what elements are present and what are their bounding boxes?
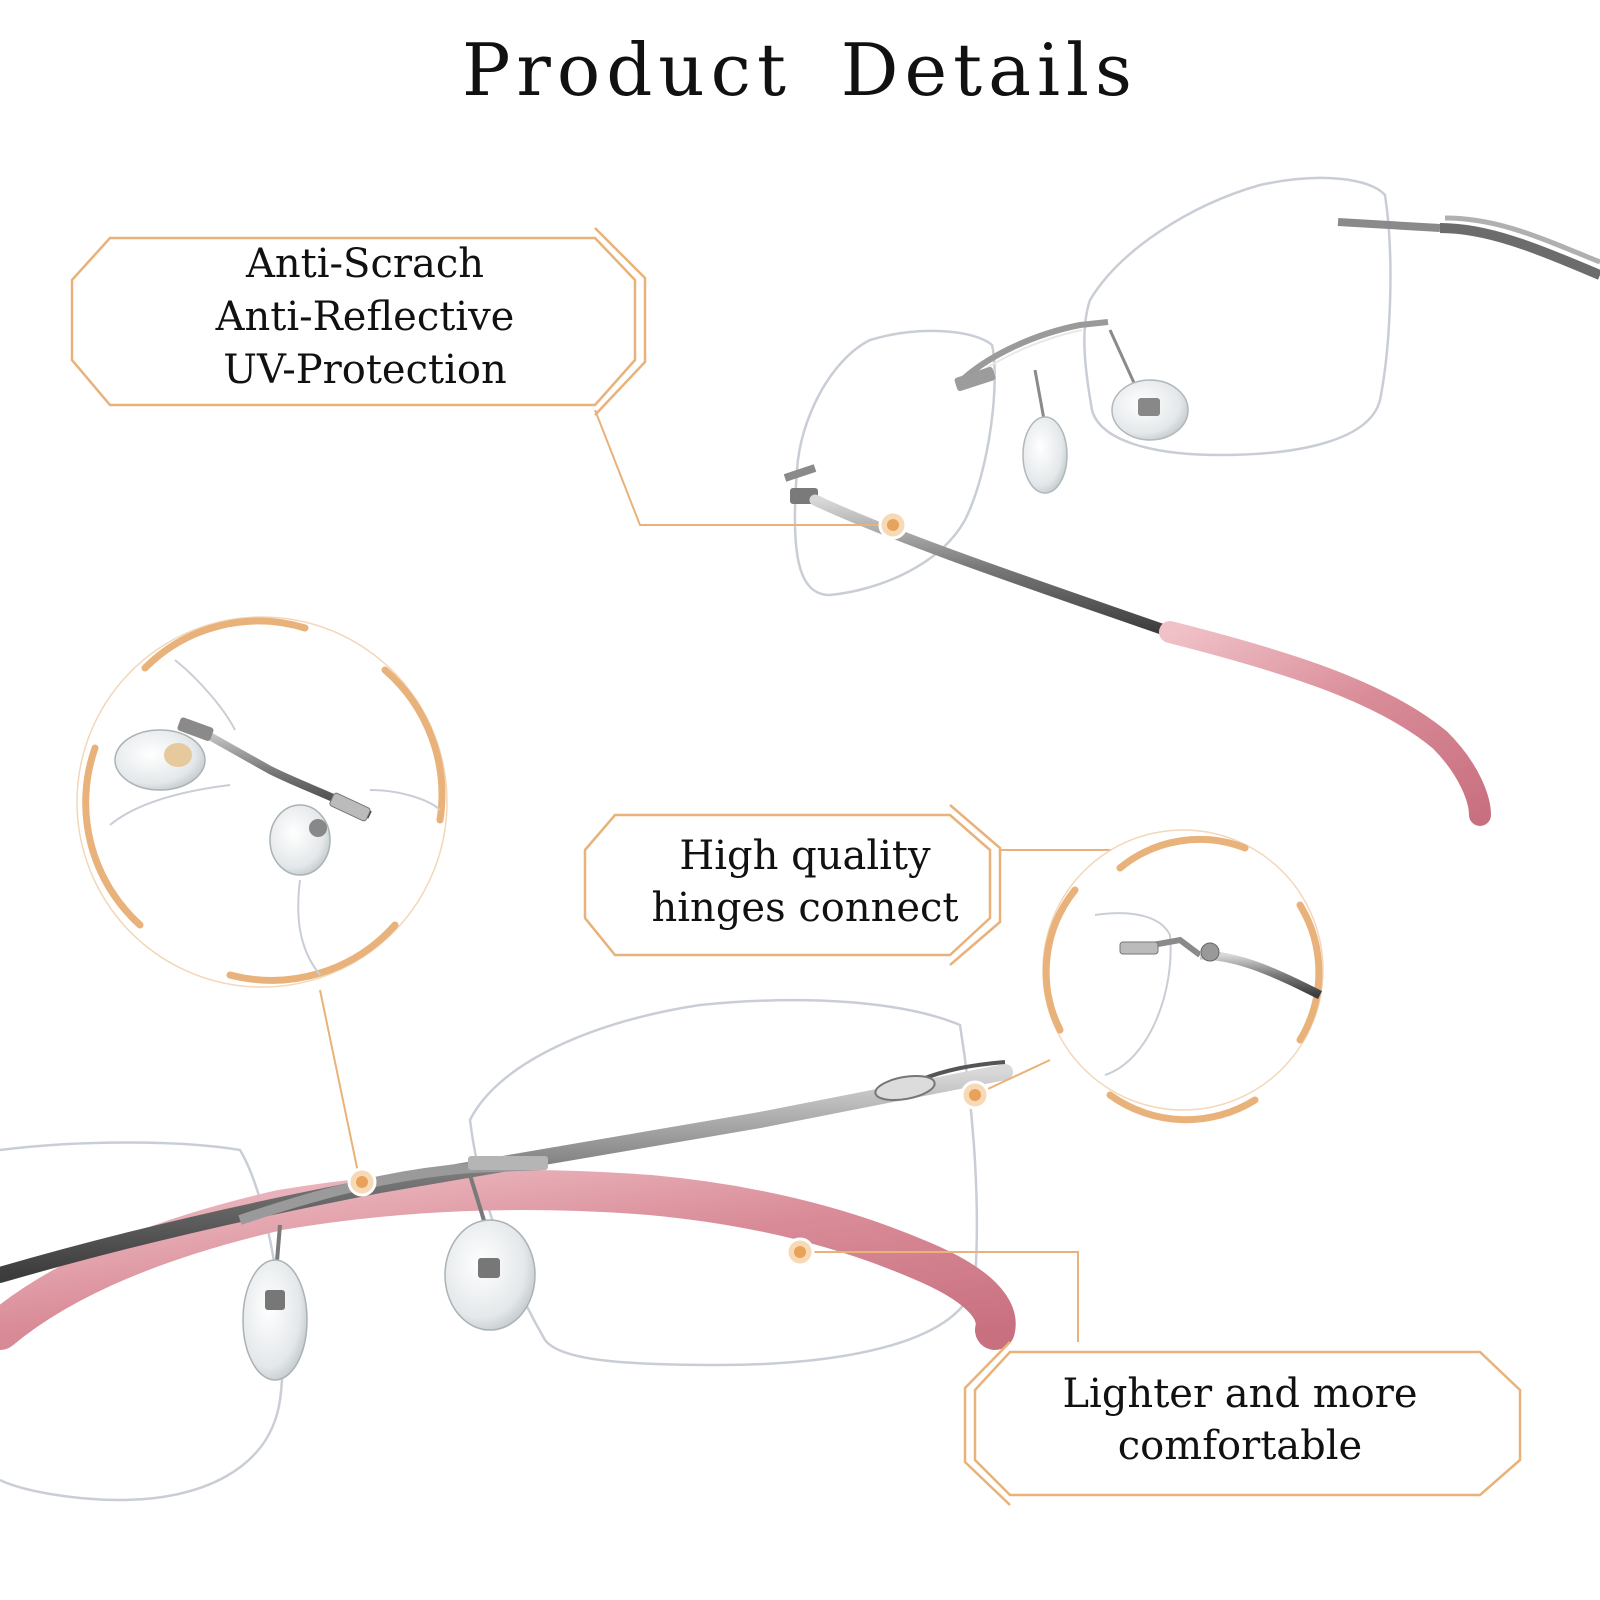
callout-line: UV-Protection xyxy=(223,347,507,393)
callout-comfort: Lighter and more comfortable xyxy=(980,1368,1500,1472)
hinge-zoom xyxy=(1042,829,1324,1124)
callout-lens-coating: Anti-Scrach Anti-Reflective UV-Protectio… xyxy=(110,238,620,397)
callout-box-lens-coating xyxy=(70,236,637,407)
temple-tip xyxy=(1159,621,1491,826)
callout-box-hinges xyxy=(583,813,992,957)
callout-hinges: High quality hinges connect xyxy=(600,830,1010,934)
callout-line: hinges connect xyxy=(651,885,959,931)
nose-pad-closeup xyxy=(242,1259,308,1381)
pink-temple xyxy=(0,1170,1016,1350)
callout-line: High quality xyxy=(679,833,931,879)
page-title: Product Details xyxy=(461,28,1138,112)
callout-line: Anti-Scrach xyxy=(246,241,484,287)
left-lens-closeup xyxy=(0,1141,284,1502)
callout-frames xyxy=(70,227,1522,1506)
bottom-glasses xyxy=(0,998,1016,1502)
right-lens xyxy=(1083,176,1392,457)
callout-line: Lighter and more xyxy=(1062,1371,1418,1417)
top-glasses xyxy=(783,176,1600,826)
callout-line: comfortable xyxy=(1117,1423,1363,1469)
callout-line: Anti-Reflective xyxy=(215,294,515,340)
nose-pad xyxy=(1022,416,1068,494)
nose-pads-zoom xyxy=(76,616,448,988)
callout-box-comfort xyxy=(973,1350,1522,1497)
callout-dots xyxy=(347,510,990,1267)
left-lens xyxy=(793,329,996,597)
